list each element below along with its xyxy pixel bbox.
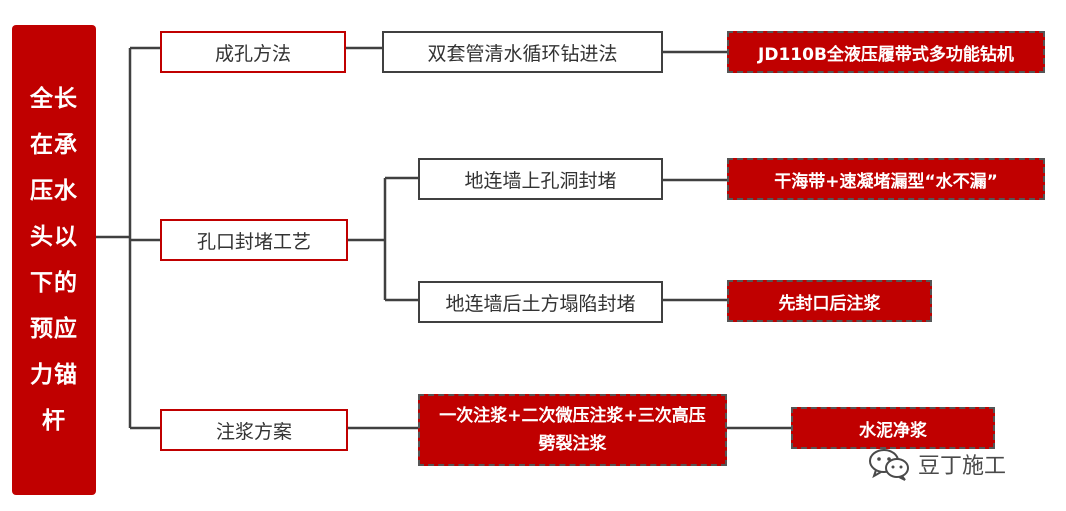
root-label: 全长在承压水头以下的预应力锚杆 <box>30 86 78 434</box>
watermark-text: 豆丁施工 <box>918 454 1007 479</box>
root-node: 全长在承压水头以下的预应力锚杆 <box>12 25 96 495</box>
wechat-icon <box>869 449 909 481</box>
leaf-kelp-plugging: 干海带+速凝堵漏型“水不漏” <box>727 158 1045 200</box>
node-soil-collapse-sealing: 地连墙后土方塌陷封堵 <box>418 281 663 323</box>
node-grouting-sequence: 一次注浆+二次微压注浆+三次高压劈裂注浆 <box>418 394 727 466</box>
leaf-seal-then-grout: 先封口后注浆 <box>727 280 932 322</box>
leaf-cement-slurry: 水泥净浆 <box>791 407 995 449</box>
node-grouting-plan: 注浆方案 <box>160 409 348 451</box>
node-hole-sealing: 孔口封堵工艺 <box>160 219 348 261</box>
watermark: 豆丁施工 <box>868 444 1006 484</box>
node-wall-hole-sealing: 地连墙上孔洞封堵 <box>418 158 663 200</box>
leaf-drilling-rig: JD110B全液压履带式多功能钻机 <box>727 31 1045 73</box>
node-drilling-method: 成孔方法 <box>160 31 346 73</box>
node-double-casing-method: 双套管清水循环钻进法 <box>382 31 663 73</box>
